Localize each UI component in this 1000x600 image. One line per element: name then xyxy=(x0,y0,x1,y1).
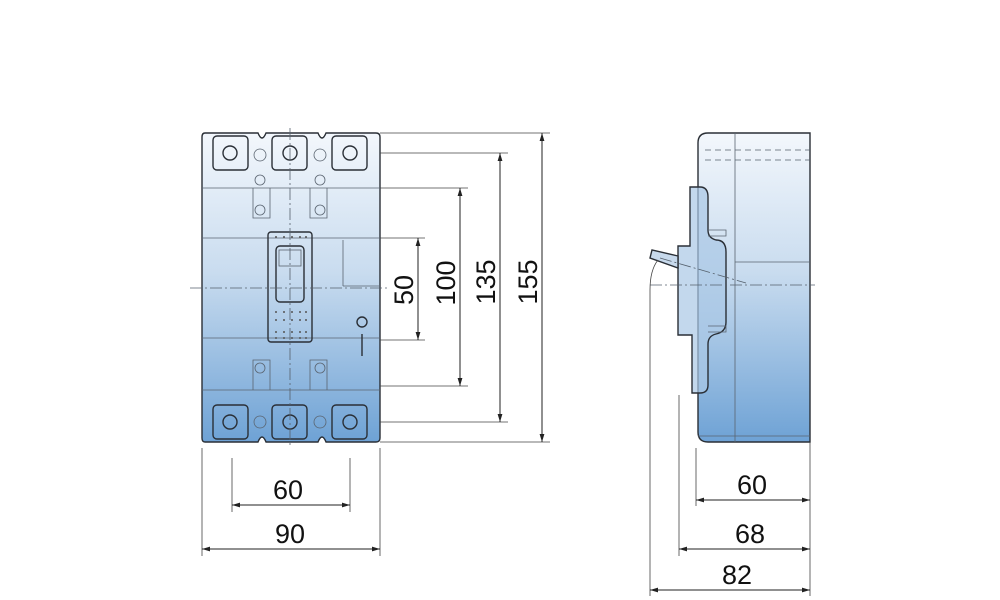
dim-82-depth: 82 xyxy=(722,560,752,590)
dim-60-pitch: 60 xyxy=(273,475,303,505)
front-dimensions: 50 100 135 155 60 90 xyxy=(201,132,550,556)
dim-60-depth: 60 xyxy=(737,470,767,500)
dim-135: 135 xyxy=(471,259,501,304)
side-dimensions: 60 68 82 xyxy=(649,259,811,596)
dim-68-depth: 68 xyxy=(735,519,765,549)
dim-100: 100 xyxy=(431,260,461,305)
bottom-terminals xyxy=(212,404,368,440)
front-view xyxy=(190,128,390,448)
dim-50: 50 xyxy=(389,275,419,305)
test-button-icon xyxy=(356,316,368,328)
dim-155: 155 xyxy=(513,259,543,304)
dim-90-width: 90 xyxy=(275,519,305,549)
side-view xyxy=(649,132,815,443)
